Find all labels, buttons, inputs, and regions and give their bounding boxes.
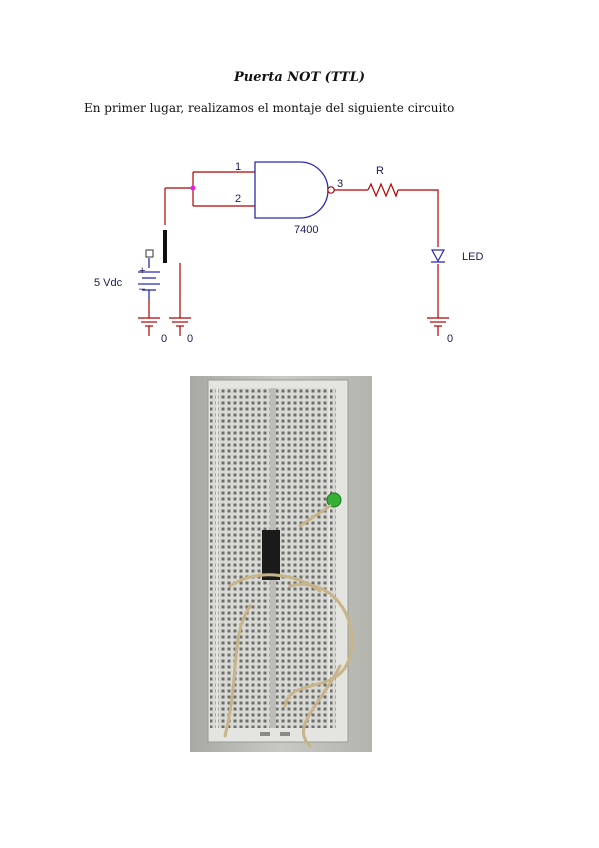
resistor-label: R <box>376 165 384 177</box>
ground-right-label: 0 <box>447 333 453 345</box>
circuit-schematic: 1 2 3 7400 R LED 0 + – 5 Vdc <box>94 161 483 345</box>
wires <box>223 504 354 748</box>
input-junction <box>190 185 196 191</box>
pin3-label: 3 <box>337 178 343 190</box>
intro-paragraph: En primer lugar, realizamos el montaje d… <box>84 101 455 115</box>
source-label: 5 Vdc <box>94 277 123 289</box>
battery-minus: – <box>139 283 146 295</box>
led-symbol <box>430 249 446 263</box>
gate-input-wires <box>164 171 255 225</box>
green-led <box>326 492 342 508</box>
nand-bubble <box>327 186 335 194</box>
ground-symbol-right <box>427 317 449 336</box>
ground-symbol-left-a <box>138 300 160 336</box>
document-title: Puerta NOT (TTL) <box>233 70 366 85</box>
ground-left-b-label: 0 <box>187 333 193 345</box>
pin1-label: 1 <box>235 161 241 173</box>
led-label: LED <box>462 251 483 263</box>
supply-node <box>145 249 154 258</box>
breadboard-photo <box>190 376 372 752</box>
resistor-symbol <box>367 182 399 198</box>
ground-left-a-label: 0 <box>161 333 167 345</box>
nand-gate <box>254 161 329 219</box>
ground-symbol-left-b <box>169 317 191 336</box>
pin2-label: 2 <box>235 193 241 205</box>
battery-symbol <box>138 258 160 300</box>
ic-chip <box>262 530 280 580</box>
chip-label: 7400 <box>294 224 318 236</box>
battery-plus: + <box>139 265 145 277</box>
